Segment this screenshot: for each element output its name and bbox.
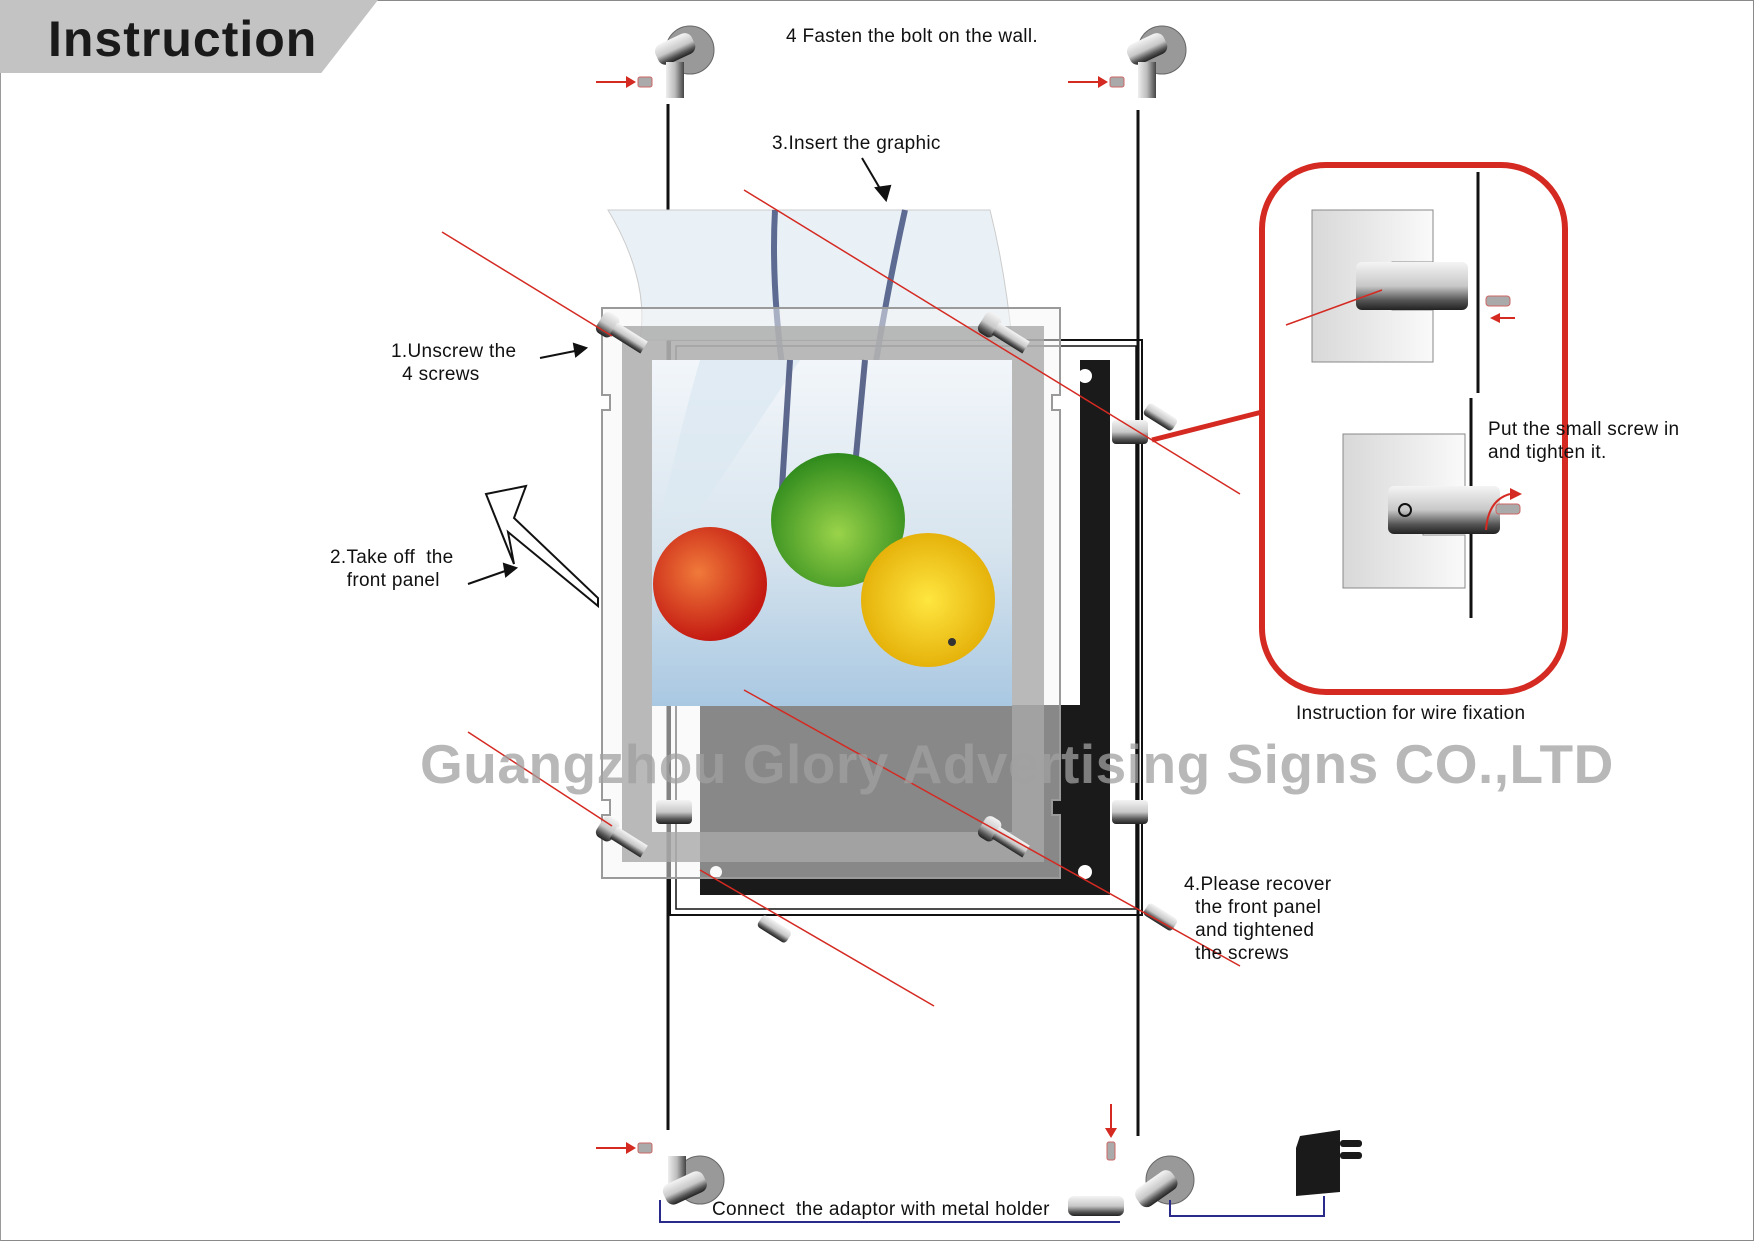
wire-holder (656, 800, 692, 824)
wire-fixation-caption: Instruction for wire fixation (1296, 703, 1526, 724)
page-title: Instruction (48, 11, 318, 67)
arrow-icon (467, 157, 892, 585)
guide-lines (441, 189, 1241, 1007)
step-1-label: 1.Unscrew the 4 screws (391, 341, 517, 385)
panel-screw-icon (977, 816, 1030, 858)
title-banner (0, 0, 378, 73)
detail-link (1151, 409, 1263, 443)
adaptor-note: Connect the adaptor with metal holder (712, 1199, 1050, 1220)
adaptor-plug-connector (1068, 1196, 1124, 1216)
power-cable (659, 1196, 1325, 1223)
wall-bolt-icon (1135, 1155, 1195, 1208)
wire-fixation-note: Put the small screw in and tighten it. (1488, 419, 1680, 463)
wire-holder (1112, 800, 1148, 824)
small-screw-icon (1068, 76, 1125, 88)
red-fruit (653, 527, 767, 641)
yellow-fruit (861, 533, 995, 667)
loose-screw (1143, 903, 1178, 931)
arrow-icon (484, 484, 599, 609)
step-3-label: 3.Insert the graphic (772, 133, 941, 154)
step-4-recover-label: 4.Please recover the front panel and tig… (1184, 874, 1332, 964)
small-screw-icon (596, 76, 653, 88)
wall-bolt-icon (1126, 25, 1187, 98)
panel-screw-icon (595, 312, 648, 354)
small-screw-icon (1105, 1104, 1117, 1161)
power-adaptor-icon (1296, 1130, 1362, 1196)
green-fruit (771, 453, 905, 587)
step-4-wall-label: 4 Fasten the bolt on the wall. (786, 26, 1038, 47)
wire-fixation-detail-bottom (1342, 398, 1522, 618)
wire-fixation-box (1259, 162, 1568, 695)
wire-fixation-detail-top (1285, 172, 1515, 393)
panel-screw-icon (595, 816, 648, 858)
wall-bolt-icon (654, 25, 715, 98)
wall-bolt-icon (662, 1155, 725, 1205)
panel-screw-icon (977, 312, 1030, 354)
small-screw-icon (596, 1142, 653, 1154)
company-watermark: Guangzhou Glory Advertising Signs CO.,LT… (420, 733, 1614, 795)
wire-holder (1112, 420, 1148, 444)
graphic-image (652, 359, 1012, 706)
loose-screw (757, 915, 792, 943)
loose-screw (1143, 403, 1178, 431)
step-2-label: 2.Take off the front panel (330, 547, 454, 591)
